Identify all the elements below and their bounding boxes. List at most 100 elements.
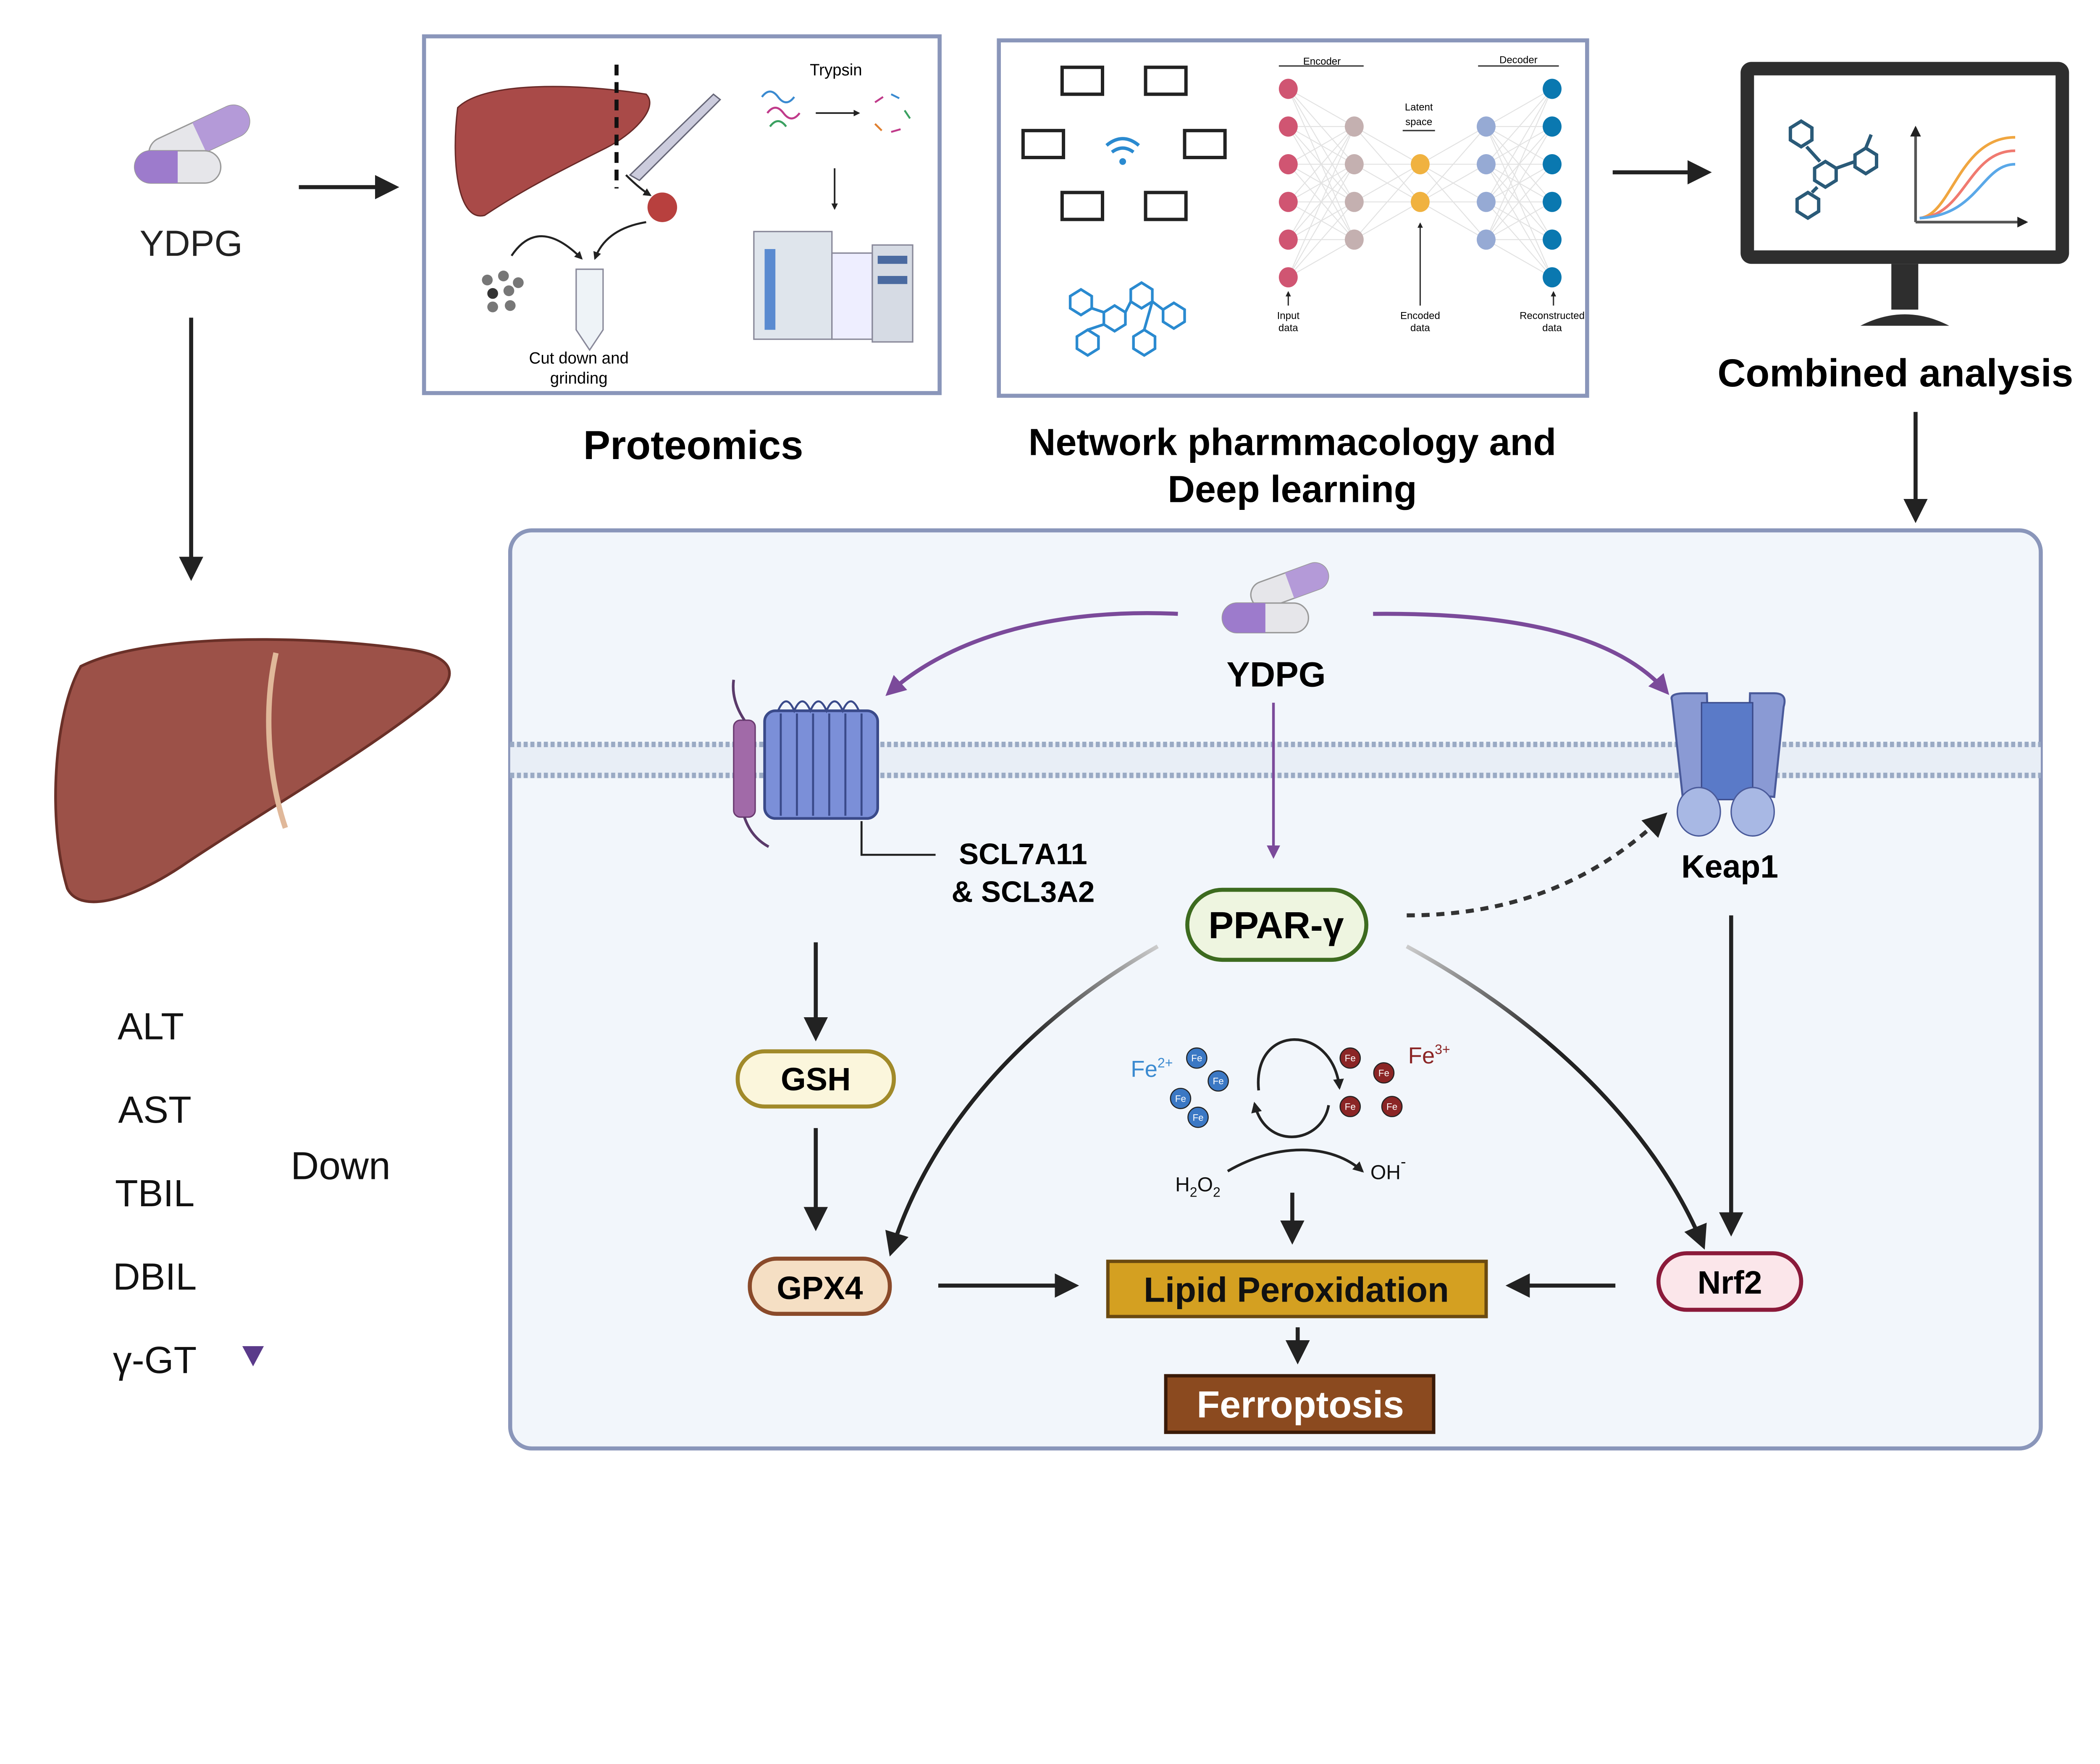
- gsh-node: GSH: [735, 1049, 896, 1109]
- gsh-label: GSH: [781, 1061, 851, 1097]
- nn-node: [1344, 229, 1364, 250]
- oxidation-arrow: [1257, 1038, 1344, 1091]
- fenton-arrow: [1227, 1148, 1364, 1173]
- ppar-gamma-node: PPAR-γ: [1185, 887, 1369, 962]
- nn-edge: [1486, 88, 1553, 165]
- peptide-fragments-icon: [874, 93, 911, 133]
- fe-ion-label: Fe: [1175, 1093, 1186, 1104]
- marker-ggt: γ-GT: [113, 1339, 197, 1381]
- nn-node: [1410, 192, 1430, 212]
- fe2-label: Fe2+: [1131, 1055, 1173, 1082]
- encoder-label: Encoder: [1303, 56, 1341, 67]
- ppar-to-nrf2-arrow: [1406, 944, 1707, 1250]
- nn-edge: [1486, 164, 1553, 240]
- transporter-label-2: & SCL3A2: [951, 875, 1095, 908]
- nn-edge: [1288, 126, 1355, 278]
- nn-edge: [1420, 126, 1487, 202]
- nn-node: [1543, 267, 1562, 288]
- nn-edge: [1486, 88, 1553, 127]
- down-arrow-head: [242, 1346, 264, 1367]
- liver-icon: [454, 86, 651, 217]
- fe-ion-label: Fe: [1191, 1053, 1202, 1063]
- nrf2-label: Nrf2: [1698, 1265, 1762, 1301]
- mass-spectrometer-icon: [753, 231, 914, 343]
- nn-edge: [1288, 126, 1354, 165]
- nn-node: [1278, 229, 1298, 250]
- nn-edge: [1420, 164, 1487, 202]
- nn-edge: [1486, 89, 1553, 240]
- nn-node: [1344, 154, 1364, 175]
- nn-edge: [1288, 126, 1355, 240]
- iron-ion-icon: Fe: [1373, 1062, 1395, 1084]
- iron-ion-icon: Fe: [1187, 1106, 1209, 1128]
- nn-node: [1410, 154, 1430, 175]
- encoded-label-2: data: [1410, 322, 1430, 333]
- nn-edge: [1288, 239, 1354, 278]
- gpx4-node: GPX4: [748, 1256, 892, 1316]
- nn-edge: [1420, 126, 1487, 165]
- drug-to-transporter-arrow: [885, 611, 1178, 696]
- marker-ast: AST: [118, 1089, 192, 1131]
- input-label-2: data: [1278, 322, 1298, 333]
- ferroptosis-node: Ferroptosis: [1164, 1374, 1436, 1434]
- drug-pill-icon: [1221, 562, 1329, 634]
- iron-ion-icon: Fe: [1186, 1047, 1208, 1069]
- nn-node: [1278, 79, 1298, 99]
- nn-edge: [1288, 202, 1355, 278]
- fe-ion-label: Fe: [1213, 1076, 1224, 1087]
- nn-edge: [1288, 164, 1355, 278]
- keap1-label: Keap1: [1681, 849, 1778, 885]
- nn-edge: [1354, 164, 1421, 240]
- nn-node: [1543, 116, 1562, 137]
- fe-ion-label: Fe: [1345, 1053, 1356, 1063]
- molecule-icon: [1068, 281, 1186, 357]
- nn-node: [1278, 116, 1298, 137]
- autoencoder-diagram: Encoder Decoder Latent space Input data …: [1277, 55, 1585, 334]
- network-title-2: Deep learning: [1168, 469, 1417, 511]
- recon-label-2: data: [1542, 322, 1562, 333]
- computer-network-icon: [1021, 66, 1227, 221]
- input-label-1: Input: [1277, 310, 1300, 322]
- nn-edge: [1288, 126, 1355, 202]
- liver-markers-list: ALT AST TBIL DBIL γ-GT: [113, 1005, 197, 1381]
- nn-node: [1344, 192, 1364, 212]
- cut-label-2: grinding: [550, 369, 608, 387]
- marker-alt: ALT: [118, 1005, 184, 1047]
- marker-dbil: DBIL: [113, 1256, 197, 1298]
- drug-label: YDPG: [140, 223, 243, 264]
- reduction-arrow: [1251, 1102, 1330, 1138]
- liver-icon: [54, 638, 451, 903]
- encoded-label-1: Encoded: [1400, 310, 1440, 322]
- trypsin-label: Trypsin: [810, 61, 862, 79]
- nn-node: [1278, 192, 1298, 212]
- nn-edge: [1420, 201, 1487, 240]
- network-panel: Encoder Decoder Latent space Input data …: [997, 38, 1589, 511]
- iron-ion-icon: Fe: [1339, 1096, 1361, 1117]
- recon-label-1: Reconstructed: [1520, 310, 1585, 322]
- proteomics-panel: Cut down and grinding Trypsin Proteomics: [422, 34, 942, 468]
- tube-icon: [575, 268, 604, 352]
- marker-tbil: TBIL: [115, 1173, 195, 1215]
- ppar-label: PPAR-γ: [1208, 905, 1344, 947]
- iron-ion-icon: Fe: [1381, 1096, 1403, 1117]
- nn-node: [1344, 116, 1364, 137]
- nn-node: [1543, 79, 1562, 99]
- combined-title: Combined analysis: [1717, 351, 2073, 395]
- fe-ion-label: Fe: [1192, 1112, 1203, 1123]
- fe-ion-label: Fe: [1386, 1102, 1397, 1112]
- proteomics-title: Proteomics: [583, 423, 803, 468]
- nn-edge: [1354, 164, 1420, 202]
- nn-node: [1543, 192, 1562, 212]
- gpx4-label: GPX4: [777, 1270, 863, 1306]
- nn-node: [1477, 192, 1496, 212]
- decoder-label: Decoder: [1499, 55, 1538, 66]
- cut-label-1: Cut down and: [529, 349, 629, 367]
- ppar-to-keap1-dashed-arrow: [1407, 812, 1667, 918]
- pathway-panel: YDPG SCL7A11 & SCL3A2 Keap1 PPAR-γ GSH G…: [508, 528, 2043, 1451]
- fe3-label: Fe3+: [1408, 1042, 1450, 1068]
- lipid-label: Lipid Peroxidation: [1144, 1270, 1449, 1309]
- keap1-protein-icon: [1670, 692, 1786, 837]
- drug-to-keap1-arrow: [1373, 612, 1670, 695]
- latent-label-1: Latent: [1405, 102, 1433, 113]
